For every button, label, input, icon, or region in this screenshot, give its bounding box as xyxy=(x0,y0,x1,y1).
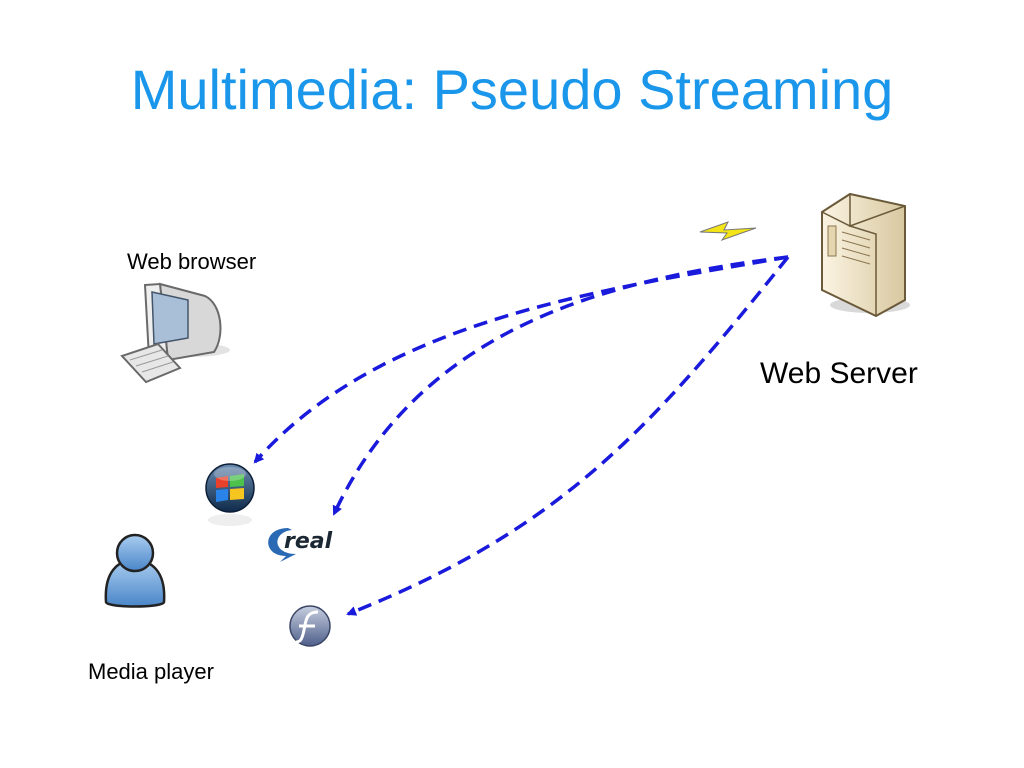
user-icon xyxy=(104,533,166,608)
computer-icon xyxy=(120,282,230,384)
arrow-to-windows-media xyxy=(253,255,789,464)
realplayer-logo-text: real xyxy=(284,529,333,554)
web-server-label: Web Server xyxy=(760,357,918,390)
web-browser-label: Web browser xyxy=(127,249,257,274)
flash-icon xyxy=(289,605,331,647)
arrow-to-flash xyxy=(346,255,790,616)
arrow-to-realplayer xyxy=(332,255,789,516)
media-player-label: Media player xyxy=(88,659,214,684)
server-icon xyxy=(821,192,910,318)
windows-media-icon xyxy=(205,463,255,526)
realplayer-icon: real xyxy=(268,528,333,562)
lightning-icon xyxy=(699,221,757,241)
slide-title: Multimedia: Pseudo Streaming xyxy=(130,58,894,121)
